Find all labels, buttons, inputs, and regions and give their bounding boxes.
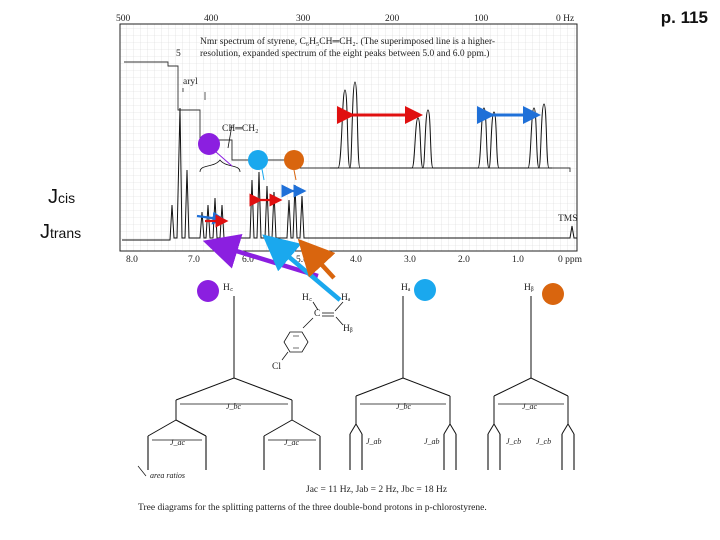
ppm-tick: 4.0 xyxy=(350,255,362,265)
p-chlorostyrene-structure: H꜀ Hₐ C Hᵦ Cl xyxy=(272,293,353,372)
hz-tick: 500 xyxy=(116,14,131,24)
ppm-tick: 0 ppm xyxy=(558,255,583,265)
page-number: p. 115 xyxy=(660,8,708,27)
spectrum-caption-line2: resolution, expanded spectrum of the eig… xyxy=(200,48,489,59)
spectrum-frame xyxy=(119,23,578,252)
ppm-tick: 3.0 xyxy=(404,255,416,265)
nmr-spectrum: 500 400 300 200 100 0 Hz 8.0 7.0 6.0 5.0… xyxy=(116,14,583,265)
hz-tick: 300 xyxy=(296,14,311,24)
tree-label-a: Hₐ xyxy=(401,283,411,293)
five-label: 5 xyxy=(176,49,181,59)
orange-arrow xyxy=(297,238,336,280)
svg-text:J_ac: J_ac xyxy=(522,402,538,411)
spectrum-caption-line1: Nmr spectrum of styrene, C₆H₅CH═CH₂. (Th… xyxy=(200,36,495,47)
svg-text:J_cb: J_cb xyxy=(536,437,551,446)
ppm-tick: 7.0 xyxy=(188,255,200,265)
svg-text:J_bc: J_bc xyxy=(396,402,412,411)
aryl-label: aryl xyxy=(183,77,198,87)
ppm-axis: 8.0 7.0 6.0 5.0 4.0 3.0 2.0 1.0 0 ppm xyxy=(126,255,583,265)
tree-a-circle xyxy=(414,279,436,301)
svg-text:Hᵦ: Hᵦ xyxy=(343,324,353,334)
coupling-arrows xyxy=(196,106,541,228)
tree-diagrams: H꜀ Hₐ Hᵦ H꜀ Hₐ C Hᵦ Cl xyxy=(137,279,575,513)
ppm-tick: 6.0 xyxy=(242,255,254,265)
svg-text:Cl: Cl xyxy=(272,362,281,372)
proton-c-circle xyxy=(198,133,220,155)
ppm-tick: 8.0 xyxy=(126,255,138,265)
svg-text:J_ac: J_ac xyxy=(170,438,186,447)
hz-tick: 200 xyxy=(385,14,400,24)
j-cis-label: Jcis xyxy=(48,186,76,208)
svg-text:H꜀: H꜀ xyxy=(302,293,312,303)
hz-tick: 0 Hz xyxy=(556,14,574,24)
spectrum-trace xyxy=(122,107,577,241)
proton-a-circle xyxy=(248,150,268,170)
svg-text:C: C xyxy=(314,309,320,319)
coupling-constants: Jac = 11 Hz, Jab = 2 Hz, Jbc = 18 Hz xyxy=(306,485,447,495)
ppm-tick: 2.0 xyxy=(458,255,470,265)
ppm-tick: 1.0 xyxy=(512,255,524,265)
svg-text:J_ab: J_ab xyxy=(424,437,440,446)
vinyl-label: CH═CH₂ xyxy=(222,124,258,134)
svg-text:J_bc: J_bc xyxy=(226,402,242,411)
tree-c-circle xyxy=(197,280,219,302)
hz-tick: 400 xyxy=(204,14,219,24)
tree-label-c: H꜀ xyxy=(223,283,233,293)
tree-caption: Tree diagrams for the splitting patterns… xyxy=(138,502,487,513)
tree-hc: J_bc J_ac J_ac area ratios xyxy=(137,296,321,480)
tree-hb: J_ac J_cb J_cb xyxy=(487,296,575,470)
proton-b-circle xyxy=(284,150,304,170)
svg-text:J_ab: J_ab xyxy=(366,437,382,446)
tree-b-circle xyxy=(542,283,564,305)
tree-label-b: Hᵦ xyxy=(524,283,534,293)
j-trans-label: Jtrans xyxy=(40,221,82,243)
svg-text:J_ac: J_ac xyxy=(284,438,300,447)
svg-text:Hₐ: Hₐ xyxy=(341,293,351,303)
svg-text:J_cb: J_cb xyxy=(506,437,521,446)
hz-tick: 100 xyxy=(474,14,489,24)
hz-axis: 500 400 300 200 100 0 Hz xyxy=(116,14,574,24)
tree-ha: J_bc J_ab J_ab xyxy=(349,296,457,470)
tms-label: TMS xyxy=(558,214,578,224)
area-ratios-label: area ratios xyxy=(150,471,185,480)
